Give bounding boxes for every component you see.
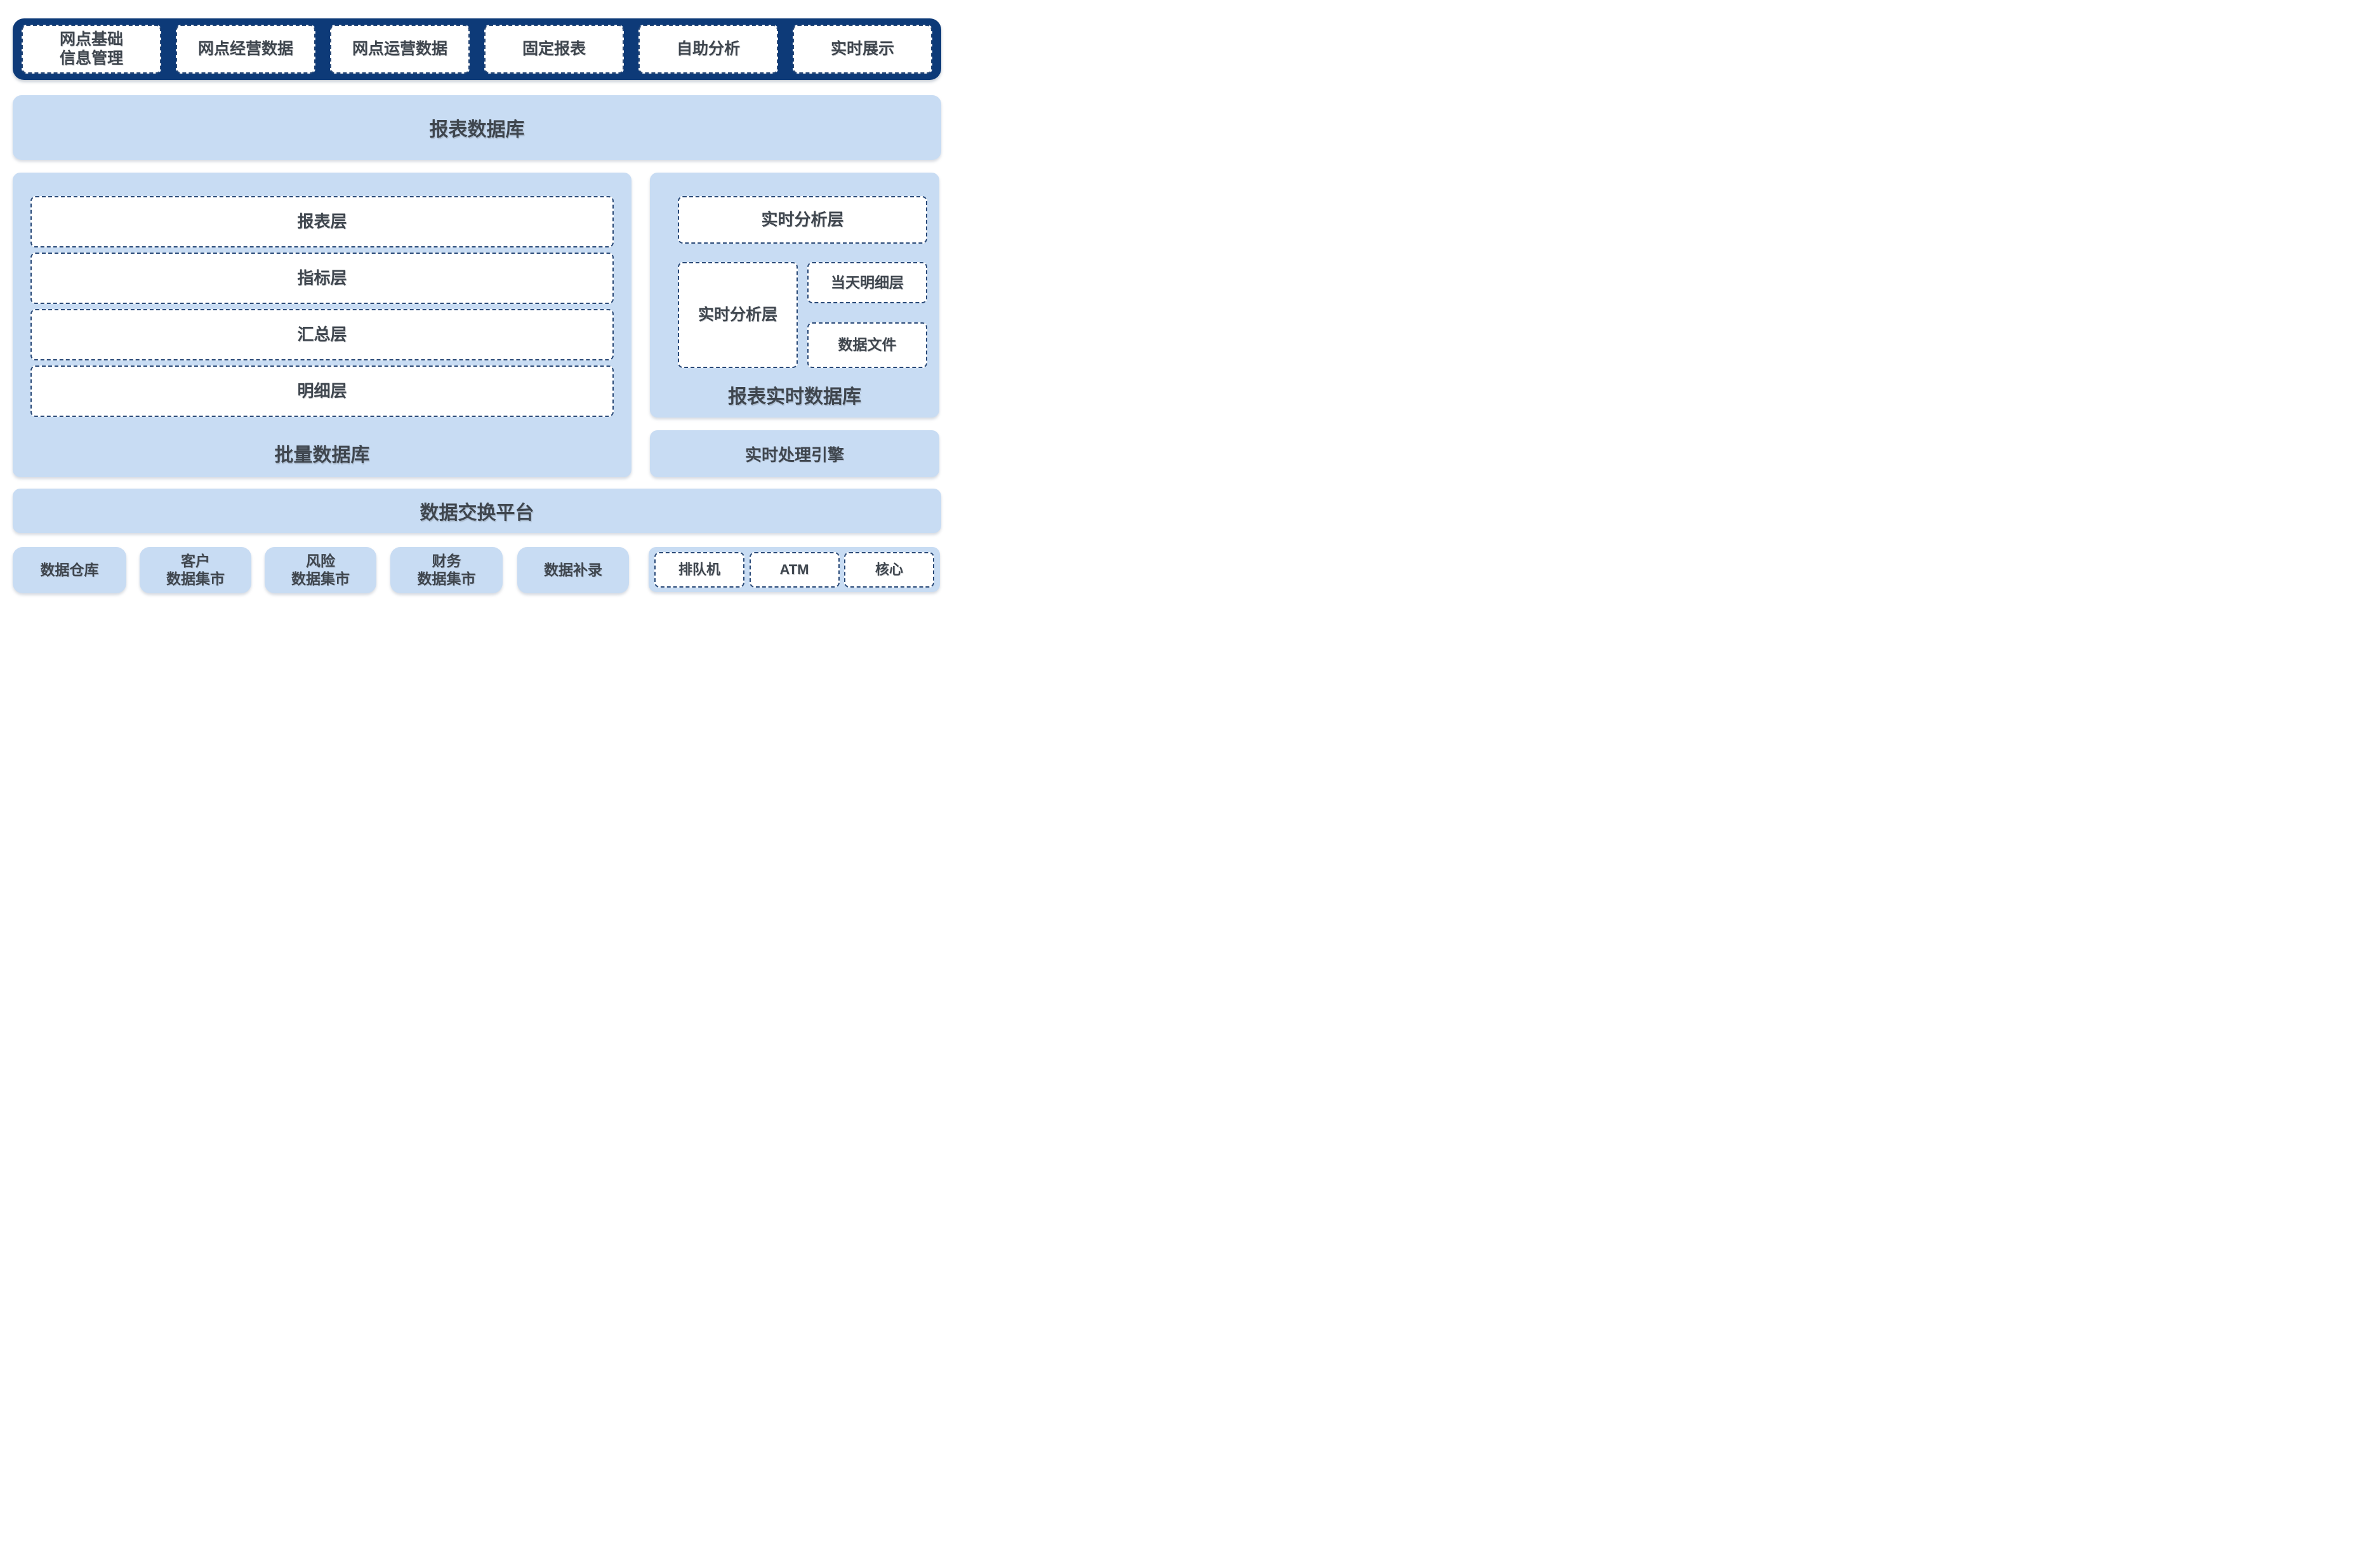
report-database-bar: 报表数据库	[13, 95, 941, 160]
batch-database-label: 批量数据库	[274, 445, 370, 466]
realtime-database-panel: 实时分析层 实时分析层 当天明细层 数据文件 报表实时数据库	[650, 173, 939, 418]
node-branch-business-data: 网点经营数据	[176, 25, 315, 74]
data-exchange-platform-bar: 数据交换平台	[13, 489, 941, 533]
detail-layer-box: 明细层	[30, 365, 614, 417]
realtime-analysis-layer-box: 实时分析层	[678, 196, 927, 244]
realtime-analysis-left-box: 实时分析层	[678, 262, 798, 368]
node-atm: ATM	[749, 551, 840, 588]
realtime-report-database-label: 报表实时数据库	[728, 386, 861, 407]
node-branch-operation-data: 网点运营数据	[330, 25, 470, 74]
node-data-warehouse: 数据仓库	[13, 547, 126, 593]
data-file-box: 数据文件	[807, 322, 927, 368]
report-layer-box: 报表层	[30, 196, 614, 247]
node-fixed-reports: 固定报表	[484, 25, 624, 74]
today-detail-layer-box: 当天明细层	[807, 262, 927, 303]
node-core: 核心	[844, 551, 934, 588]
node-risk-datamart: 风险 数据集市	[265, 547, 376, 593]
node-finance-datamart: 财务 数据集市	[390, 547, 503, 593]
summary-layer-box: 汇总层	[30, 309, 614, 360]
application-layer-bar: 网点基础 信息管理 网点经营数据 网点运营数据 固定报表 自助分析 实时展示	[13, 18, 941, 80]
node-customer-datamart: 客户 数据集市	[140, 547, 251, 593]
node-queue-machine: 排队机	[654, 551, 744, 588]
node-branch-basic-info: 网点基础 信息管理	[22, 25, 161, 74]
node-realtime-display: 实时展示	[793, 25, 932, 74]
node-self-service-analysis: 自助分析	[638, 25, 778, 74]
batch-database-panel: 报表层 指标层 汇总层 明细层 批量数据库	[13, 173, 631, 477]
indicator-layer-box: 指标层	[30, 253, 614, 304]
realtime-processing-engine-bar: 实时处理引擎	[650, 430, 939, 477]
architecture-diagram: 网点基础 信息管理 网点经营数据 网点运营数据 固定报表 自助分析 实时展示 报…	[0, 0, 952, 619]
node-data-supplement: 数据补录	[517, 547, 629, 593]
source-channels-panel: 排队机 ATM 核心	[649, 547, 940, 592]
